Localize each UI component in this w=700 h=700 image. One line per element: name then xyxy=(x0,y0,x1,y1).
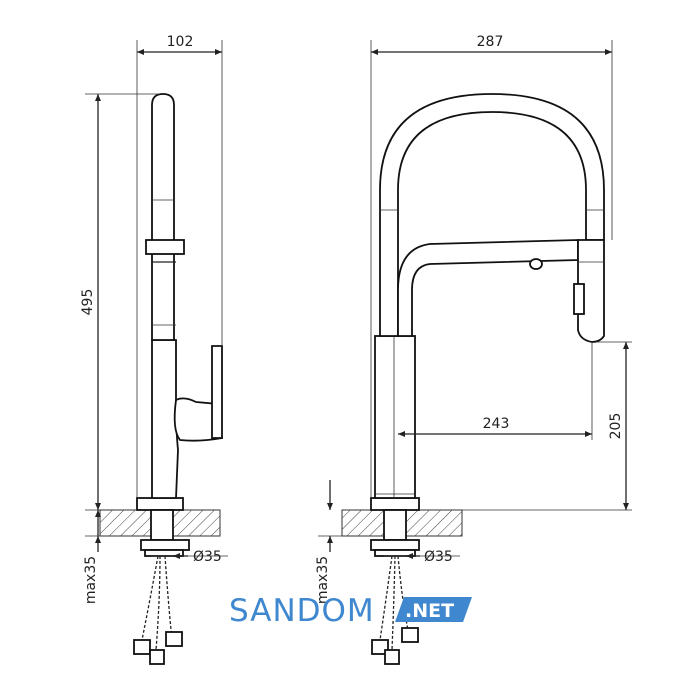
dim-front-width: 287 xyxy=(477,34,504,50)
front-view: 287 243 205 max35 Ø35 xyxy=(315,34,632,665)
dim-max-thickness-right: max35 xyxy=(315,556,331,604)
dim-reach: 243 xyxy=(483,416,510,432)
dim-spout-height: 205 xyxy=(608,413,624,440)
dim-max-thickness-left: max35 xyxy=(83,556,99,604)
dim-hole-right: Ø35 xyxy=(424,549,453,565)
watermark: SANDOM .NET xyxy=(229,593,472,629)
watermark-brand: SANDOM xyxy=(229,593,375,629)
watermark-badge xyxy=(395,597,472,622)
watermark-suffix: .NET xyxy=(405,600,454,622)
side-view: 102 495 max35 Ø35 xyxy=(80,34,228,665)
dim-hole-left: Ø35 xyxy=(193,549,222,565)
dim-side-width: 102 xyxy=(167,34,194,50)
dim-height: 495 xyxy=(80,289,96,316)
